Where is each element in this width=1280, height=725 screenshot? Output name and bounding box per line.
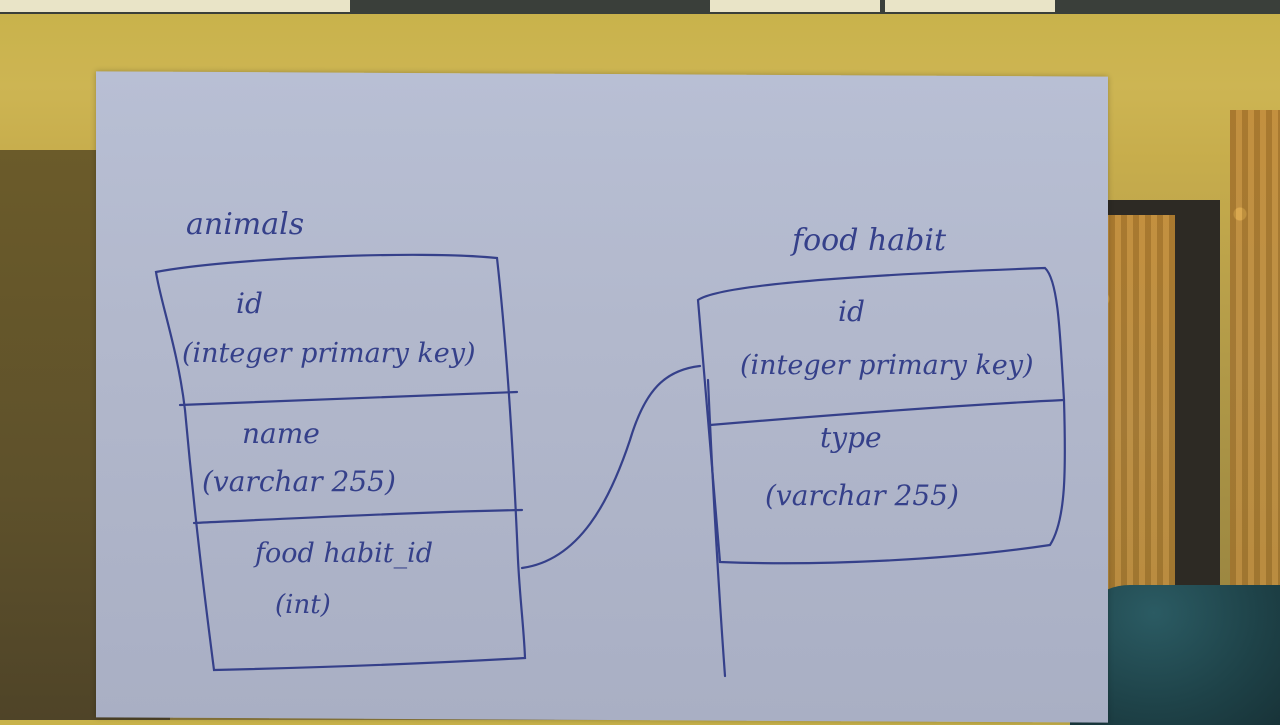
food-habit-id-type: (integer primary key) xyxy=(740,350,1034,381)
animals-foodhabit-type: (int) xyxy=(275,590,331,620)
animals-row-divider xyxy=(192,508,524,525)
wall-strip xyxy=(885,0,1055,12)
food-habit-left-line xyxy=(706,378,727,678)
animals-table-outline xyxy=(154,253,527,672)
wall-strip xyxy=(710,0,880,12)
animals-row-divider xyxy=(178,390,519,407)
animals-foodhabit-field: food habit_id xyxy=(255,538,434,569)
food-habit-id-field: id xyxy=(838,295,865,328)
background-curtain xyxy=(1230,110,1280,630)
animals-name-field: name xyxy=(242,417,320,450)
food-habit-type-type: (varchar 255) xyxy=(765,479,959,512)
food-habit-table-title: food habit xyxy=(792,223,947,258)
food-habit-table-outline xyxy=(696,266,1066,565)
animals-id-type: (integer primary key) xyxy=(182,338,476,369)
food-habit-row-divider xyxy=(708,398,1066,427)
relationship-line xyxy=(520,364,702,570)
food-habit-type-field: type xyxy=(820,421,882,454)
wall-top-edge xyxy=(0,0,1280,14)
animals-table-title: animals xyxy=(186,207,305,242)
animals-id-field: id xyxy=(236,287,263,320)
animals-name-type: (varchar 255) xyxy=(202,465,396,498)
wall-strip xyxy=(0,0,350,12)
